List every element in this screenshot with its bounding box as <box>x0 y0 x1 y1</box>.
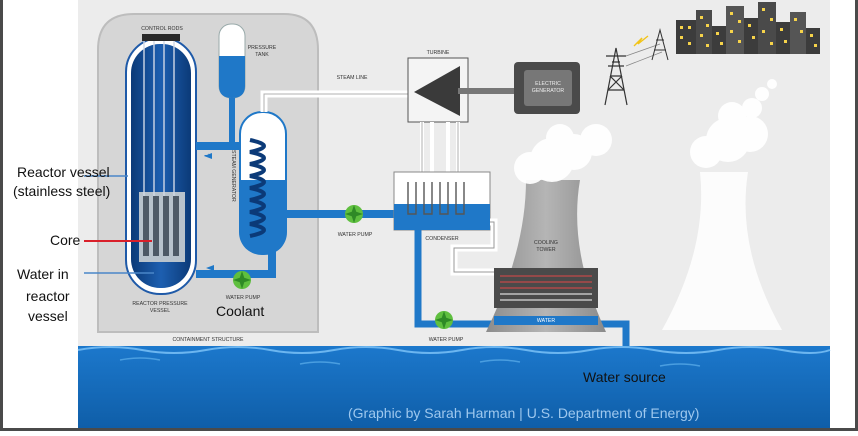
reactor-vessel-annotation-2: (stainless steel) <box>13 183 111 199</box>
condenser: CONDENSER <box>393 171 491 242</box>
condenser-label: CONDENSER <box>425 236 458 242</box>
steam-line-label: STEAM LINE <box>337 75 368 81</box>
water-in-annotation-2: reactor <box>26 288 70 304</box>
water-pump-bottom-label: WATER PUMP <box>429 337 464 343</box>
turbine-label: TURBINE <box>427 50 450 56</box>
water-pump-mid-label: WATER PUMP <box>338 232 373 238</box>
cooling-tower-label-1: COOLING <box>534 240 558 246</box>
water-in-annotation-3: vessel <box>28 308 68 324</box>
water-pump-reactor: WATER PUMP <box>226 271 261 301</box>
core-annotation: Core <box>50 232 81 248</box>
water-in-annotation-1: Water in <box>17 266 69 282</box>
second-cooling-tower <box>662 172 782 330</box>
svg-text:→: → <box>204 151 211 160</box>
pressure-tank-label-1: PRESSURE <box>248 45 277 51</box>
city-skyline-icon <box>676 2 820 54</box>
steam-cloud <box>514 79 777 184</box>
electric-generator: ELECTRIC GENERATOR <box>514 62 580 114</box>
turbine: TURBINE <box>407 50 514 176</box>
reactor-pressure-vessel: CONTROL RODS REACTOR PRESSURE VESSEL <box>125 26 197 314</box>
steam-generator-label: STEAM GENERATOR <box>230 150 236 202</box>
reactor-vessel-annotation-1: Reactor vessel <box>17 164 110 180</box>
containment-structure-label: CONTAINMENT STRUCTURE <box>173 337 245 343</box>
water-pump-mid: WATER PUMP <box>338 205 373 238</box>
feedwater-pipe <box>286 210 396 218</box>
water-pump-reactor-label: WATER PUMP <box>226 295 261 301</box>
electric-generator-label-1: ELECTRIC <box>535 81 561 87</box>
water-label: WATER <box>537 318 555 324</box>
water-source-annotation: Water source <box>583 369 666 385</box>
pressure-tank-label-2: TANK <box>255 52 269 58</box>
steam-line: STEAM LINE <box>260 75 410 112</box>
coolant-annotation: Coolant <box>216 303 265 319</box>
graphic-credit: (Graphic by Sarah Harman | U.S. Departme… <box>348 405 700 421</box>
electric-generator-label-2: GENERATOR <box>532 88 565 94</box>
reactor-pressure-vessel-label-1: REACTOR PRESSURE <box>132 301 188 307</box>
cooling-tower: WATER COOLING TOWER <box>486 180 606 332</box>
electricity-spark-icon <box>633 35 649 47</box>
reactor-pressure-vessel-label-2: VESSEL <box>150 308 170 314</box>
control-rods-label: CONTROL RODS <box>141 26 183 32</box>
water-pump-bottom: WATER PUMP <box>429 311 464 343</box>
control-rods <box>143 40 175 196</box>
cooling-tower-label-2: TOWER <box>536 247 555 253</box>
transmission-tower-icon <box>604 43 663 106</box>
pressure-tank: PRESSURE TANK <box>218 23 277 142</box>
water-source <box>77 346 831 428</box>
